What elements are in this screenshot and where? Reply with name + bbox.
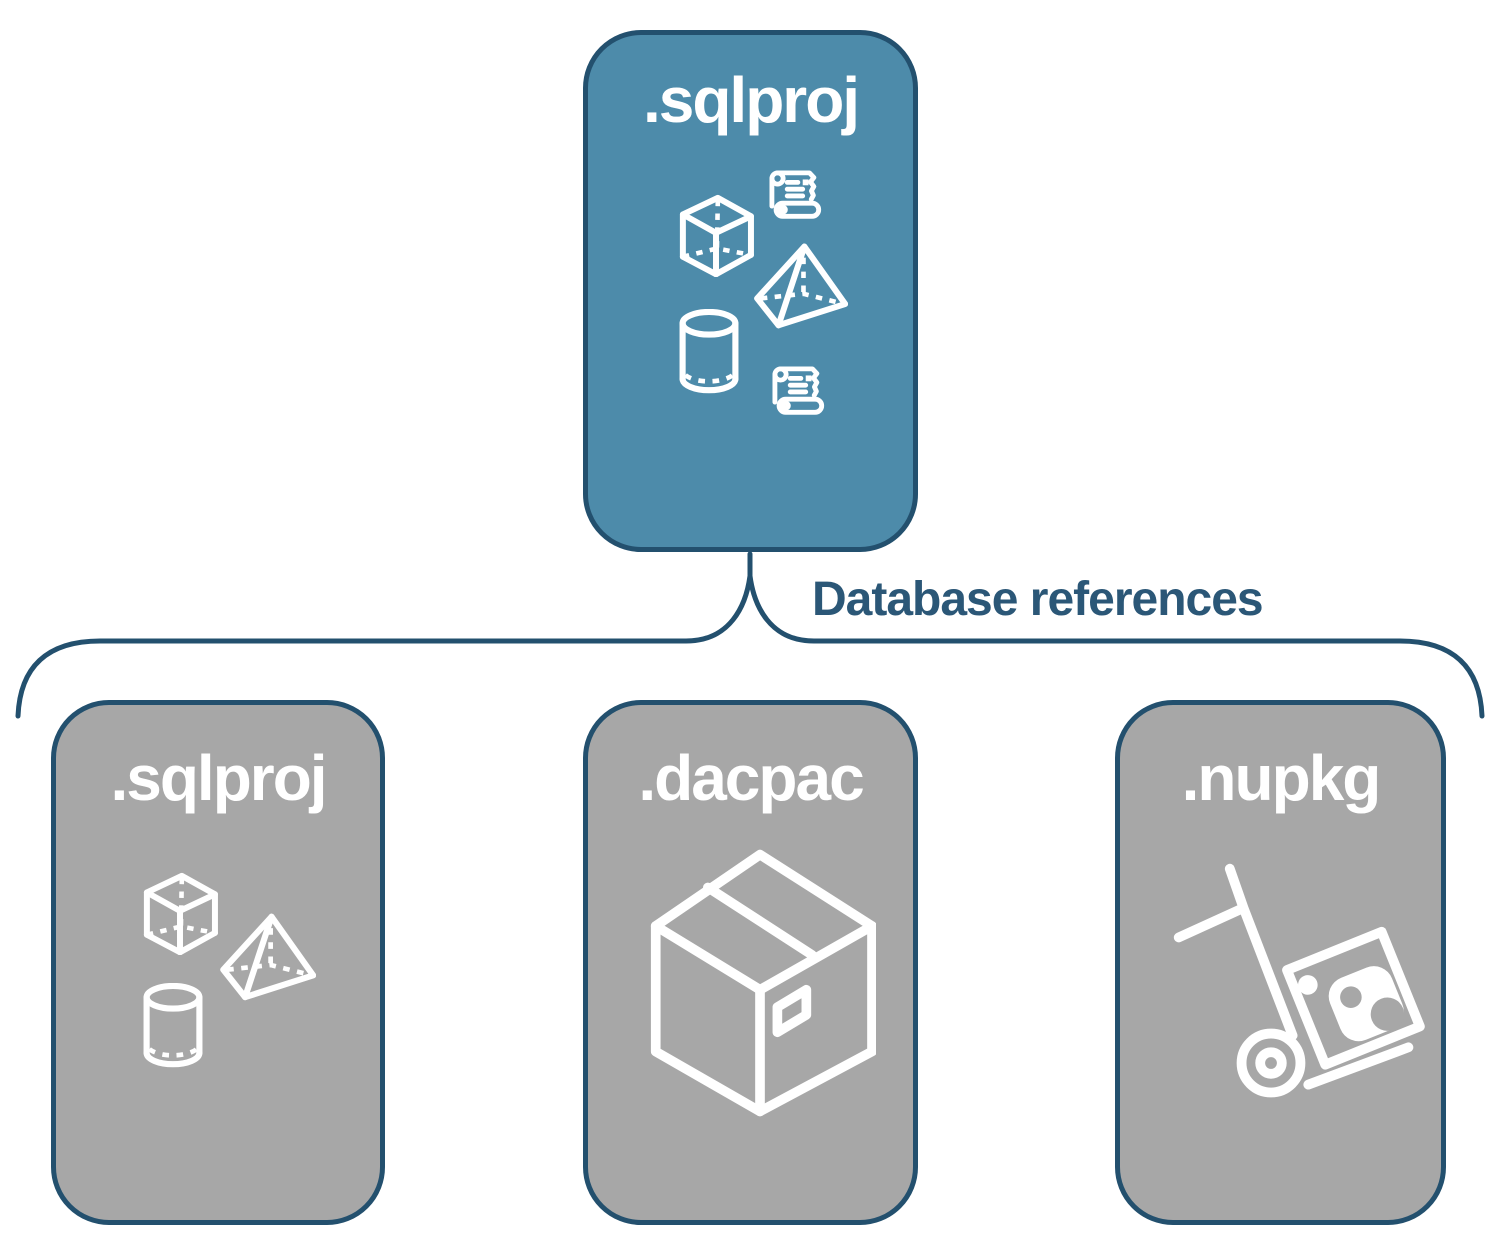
child-card-sqlproj: .sqlproj <box>51 700 385 1225</box>
root-card-title: .sqlproj <box>642 64 860 136</box>
cylinder-icon <box>676 309 742 396</box>
root-card-sqlproj: .sqlproj <box>583 30 918 552</box>
pyramid-icon <box>746 241 848 329</box>
child-card-dacpac: .dacpac <box>583 700 918 1225</box>
child-card-title: .dacpac <box>638 742 864 814</box>
scroll-icon <box>763 163 825 225</box>
child-card-title: .sqlproj <box>110 742 327 814</box>
handtruck-package-icon <box>1165 853 1430 1118</box>
package-box-icon <box>644 843 876 1123</box>
cylinder-icon <box>140 983 206 1070</box>
child-card-nupkg: .nupkg <box>1115 700 1446 1225</box>
child-card-title: .nupkg <box>1181 742 1382 814</box>
scroll-icon <box>766 359 828 421</box>
pyramid-icon <box>212 911 316 1001</box>
connector-label: Database references <box>812 573 1264 626</box>
